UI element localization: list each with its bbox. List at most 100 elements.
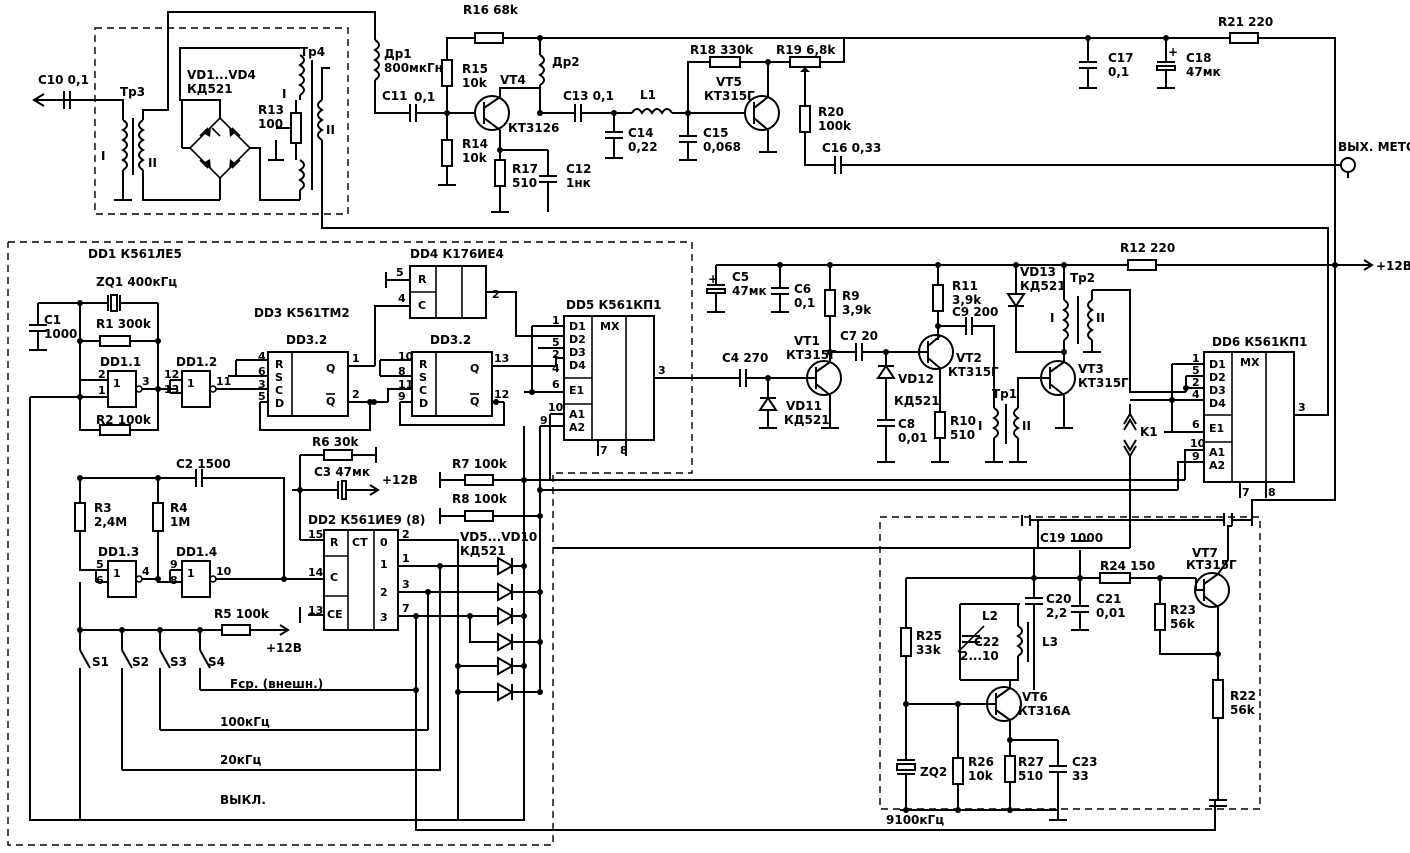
c11-label: C11	[382, 89, 408, 103]
dd32b-label: DD3.2	[430, 333, 471, 347]
tr2-winding-1: I	[1050, 311, 1054, 325]
r26-label: R26	[968, 755, 994, 769]
r17-label: R17	[512, 162, 538, 176]
r1-label: R1 300k	[96, 317, 152, 331]
r20-value: 100k	[818, 119, 852, 133]
vt4-amplifier-stage: Др1 800мкГн C11 0,1 R16 68k R15 10k R14 …	[373, 3, 1410, 265]
svg-text:1: 1	[552, 314, 560, 327]
dr1-value: 800мкГн	[384, 61, 443, 75]
c21-value: 0,01	[1096, 606, 1126, 620]
svg-text:11: 11	[216, 375, 231, 388]
tr2-label: Тр2	[1070, 271, 1095, 285]
zq2-frequency: 9100кГц	[886, 813, 944, 827]
svg-text:7: 7	[402, 602, 410, 615]
dd12-symbol: 1	[187, 377, 195, 390]
c13-label: C13 0,1	[563, 89, 614, 103]
dd6-label: DD6 К561КП1	[1212, 335, 1308, 349]
c18-value: 47мк	[1186, 65, 1221, 79]
marks-output-connector[interactable]	[1340, 157, 1356, 173]
svg-text:6: 6	[258, 365, 266, 378]
c18-label: C18	[1186, 51, 1212, 65]
svg-text:3: 3	[1298, 401, 1306, 414]
dd6-mx: MX	[1240, 356, 1260, 369]
dr1-label: Др1	[384, 47, 412, 61]
c1-value: 1000	[44, 327, 77, 341]
c12-value: 1нк	[566, 176, 591, 190]
svg-text:10: 10	[216, 565, 232, 578]
r4-value: 1M	[170, 515, 190, 529]
r8-label: R8 100k	[452, 492, 508, 506]
switch-s2[interactable]: S2	[132, 655, 149, 669]
r2-label: R2 100k	[96, 413, 152, 427]
svg-text:2: 2	[402, 528, 410, 541]
svg-text:9: 9	[540, 414, 548, 427]
c2-label: C2 1500	[176, 457, 231, 471]
c16-label: C16 0,33	[822, 141, 881, 155]
switch-s1[interactable]: S1	[92, 655, 109, 669]
mode-20k-label: 20кГц	[220, 753, 261, 767]
flipflop-dd32a	[267, 351, 349, 417]
r19-label: R19 6,8k	[776, 43, 836, 57]
svg-text:4: 4	[398, 292, 406, 305]
svg-text:5: 5	[96, 558, 104, 571]
block-modulator-outline	[94, 27, 349, 215]
svg-text:8: 8	[170, 574, 178, 587]
dd6-pin-d1: D1	[1209, 358, 1226, 371]
tr1-winding-2: II	[1022, 419, 1031, 433]
diode-array	[455, 556, 543, 702]
r18-label: R18 330k	[690, 43, 754, 57]
tr4-label: Тр4	[300, 45, 325, 59]
svg-text:1: 1	[402, 552, 410, 565]
dd14-symbol: 1	[187, 567, 195, 580]
gate-dd12	[181, 370, 211, 408]
vt4-type: КТ3126	[508, 121, 559, 135]
dd2-label: DD2 К561ИЕ9 (8)	[308, 513, 425, 527]
zq2-label: ZQ2	[920, 765, 947, 779]
r6-label: R6 30k	[312, 435, 359, 449]
svg-text:2: 2	[380, 586, 388, 599]
dd11-symbol: 1	[113, 377, 121, 390]
vd12-label: VD12	[898, 372, 934, 386]
c19-label: C19 1000	[1040, 531, 1103, 545]
dd3-label: DD3 К561ТМ2	[254, 306, 350, 320]
dd4-pin-c: C	[418, 299, 426, 312]
dd14-label: DD1.4	[176, 545, 217, 559]
vt2-label: VT2	[956, 351, 982, 365]
svg-text:+: +	[1168, 45, 1178, 59]
switch-s4[interactable]: S4	[208, 655, 225, 669]
flipflop-dd32b	[411, 351, 493, 417]
r5-supply-label: +12В	[266, 641, 302, 655]
c17-label: C17	[1108, 51, 1134, 65]
vd5-vd10-label: VD5...VD10	[460, 530, 537, 544]
dd32b-pin-q: Q	[470, 362, 479, 375]
oscillator-section: C19 1000 R24 150 VT7 КТ315Г R23 56k R22 …	[553, 513, 1256, 827]
c5-value: 47мк	[732, 284, 767, 298]
dd6-pin-e1: E1	[1209, 422, 1224, 435]
c23-label: C23	[1072, 755, 1098, 769]
svg-text:3: 3	[402, 578, 410, 591]
svg-text:15: 15	[308, 528, 323, 541]
svg-text:5: 5	[396, 266, 404, 279]
r13-label: R13	[258, 103, 284, 117]
vd1-vd4-label: VD1...VD4	[187, 68, 256, 82]
vt5-type: КТ315Г	[704, 89, 755, 103]
tr1-winding-1: I	[978, 419, 982, 433]
svg-text:3: 3	[658, 364, 666, 377]
dd5-pin-d2: D2	[569, 333, 586, 346]
vt1-type: КТ315Г	[786, 348, 837, 362]
dd5-pin-a1: A1	[569, 408, 585, 421]
svg-text:9: 9	[170, 558, 178, 571]
svg-text:+: +	[708, 272, 718, 286]
c10-label: C10 0,1	[38, 73, 89, 87]
mux-dd6	[1203, 351, 1295, 483]
vt3-type: КТ315Г	[1078, 376, 1129, 390]
r20-label: R20	[818, 105, 844, 119]
svg-text:3: 3	[142, 375, 150, 388]
tr2-winding-2: II	[1096, 311, 1105, 325]
svg-text:5: 5	[258, 390, 266, 403]
c22-value: 2...10	[960, 649, 999, 663]
svg-text:4: 4	[142, 565, 150, 578]
svg-text:13: 13	[494, 352, 509, 365]
dd32a-pin-qn: Q	[326, 395, 335, 408]
switch-s3[interactable]: S3	[170, 655, 187, 669]
